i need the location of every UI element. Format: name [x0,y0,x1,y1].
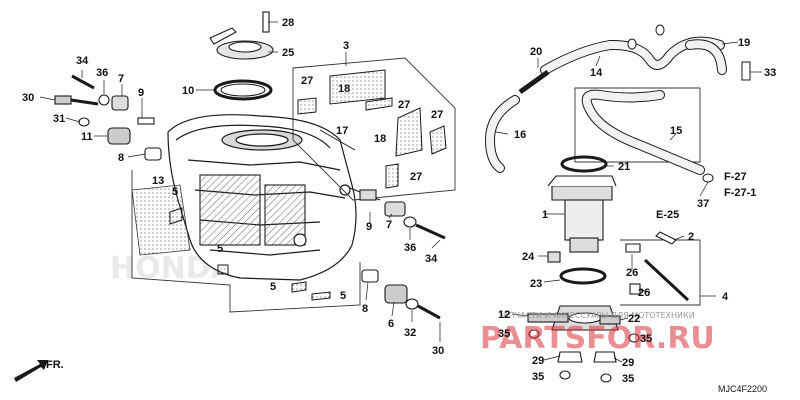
part-label-3[interactable]: 3 [343,40,349,52]
decal-13-shape [131,184,191,256]
part-label-35-b[interactable]: 35 [640,333,652,345]
part-label-36-b[interactable]: 36 [404,242,416,254]
watermark-brand: PARTSFOR.RU [480,321,715,356]
part-label-28[interactable]: 28 [282,17,294,29]
part-label-18-a[interactable]: 18 [338,83,350,95]
part-label-26-b[interactable]: 26 [638,287,650,299]
part-label-8-b[interactable]: 8 [362,303,368,315]
part-label-29-b[interactable]: 29 [622,357,634,369]
part-label-20[interactable]: 20 [530,46,542,58]
part-label-27-d[interactable]: 27 [410,171,422,183]
part-label-27-c[interactable]: 27 [431,109,443,121]
part-label-29-a[interactable]: 29 [532,355,544,367]
part-label-31[interactable]: 31 [53,113,65,125]
part-label-5-a[interactable]: 5 [172,186,178,198]
watermark-tagline: ЗАПЧАСТИ И АКСЕССУАРЫ ДЛЯ МОТОТЕХНИКИ [498,311,695,320]
part-label-34[interactable]: 34 [76,55,89,67]
leader-lines-right [495,41,762,363]
part-label-30-b[interactable]: 30 [432,345,444,357]
hoses [484,24,751,183]
part-label-26-a[interactable]: 26 [626,267,638,279]
part-label-37[interactable]: 37 [697,198,709,210]
part-label-35-a[interactable]: 35 [498,328,510,340]
part-label-35-c[interactable]: 35 [532,371,544,383]
fuel-pump [527,155,690,383]
part-label-34-b[interactable]: 34 [425,253,438,265]
part-label-19[interactable]: 19 [738,37,750,49]
part-label-22[interactable]: 22 [628,313,640,325]
part-label-5-c[interactable]: 5 [270,281,276,293]
part-label-9-b[interactable]: 9 [366,221,372,233]
front-arrow-icon [14,360,48,382]
part-label-10[interactable]: 10 [182,85,194,97]
part-label-14[interactable]: 14 [590,67,603,79]
leader-lines [39,21,441,342]
left-hardware [54,74,162,161]
part-label-1[interactable]: 1 [542,209,548,221]
part-label-12[interactable]: 12 [498,309,510,321]
part-label-6[interactable]: 6 [388,318,394,330]
part-label-8-a[interactable]: 8 [118,152,124,164]
part-label-2[interactable]: 2 [688,231,694,243]
callout-frames [131,57,701,313]
part-label-25[interactable]: 25 [282,47,294,59]
part-label-27-a[interactable]: 27 [301,75,313,87]
part-label-33[interactable]: 33 [764,67,776,79]
part-label-7[interactable]: 7 [118,73,124,85]
ref-label-f27[interactable]: F-27 [724,171,747,183]
part-label-13[interactable]: 13 [152,175,164,187]
part-label-5-d[interactable]: 5 [340,290,346,302]
part-label-23[interactable]: 23 [530,278,542,290]
part-label-30[interactable]: 30 [22,92,34,104]
part-label-4[interactable]: 4 [722,291,729,303]
right-hardware [349,187,446,320]
part-label-27-b[interactable]: 27 [398,99,410,111]
part-label-7-b[interactable]: 7 [386,219,392,231]
part-label-18-b[interactable]: 18 [374,133,386,145]
part-label-32[interactable]: 32 [404,327,416,339]
part-label-17[interactable]: 17 [336,125,348,137]
part-label-16[interactable]: 16 [514,129,526,141]
ref-label-f27-1[interactable]: F-27-1 [724,187,756,199]
part-label-9[interactable]: 9 [138,87,144,99]
part-label-15[interactable]: 15 [670,125,682,137]
ref-label-e25[interactable]: E-25 [656,209,679,221]
diagram-code: MJC4F2200 [718,384,767,394]
decals [169,69,447,301]
part-label-21[interactable]: 21 [618,161,630,173]
part-label-11[interactable]: 11 [81,131,93,143]
part-label-5-b[interactable]: 5 [217,243,223,255]
part-label-24[interactable]: 24 [522,251,535,263]
front-label: FR. [46,359,64,371]
part-label-36[interactable]: 36 [96,67,108,79]
part-label-35-d[interactable]: 35 [622,373,634,385]
